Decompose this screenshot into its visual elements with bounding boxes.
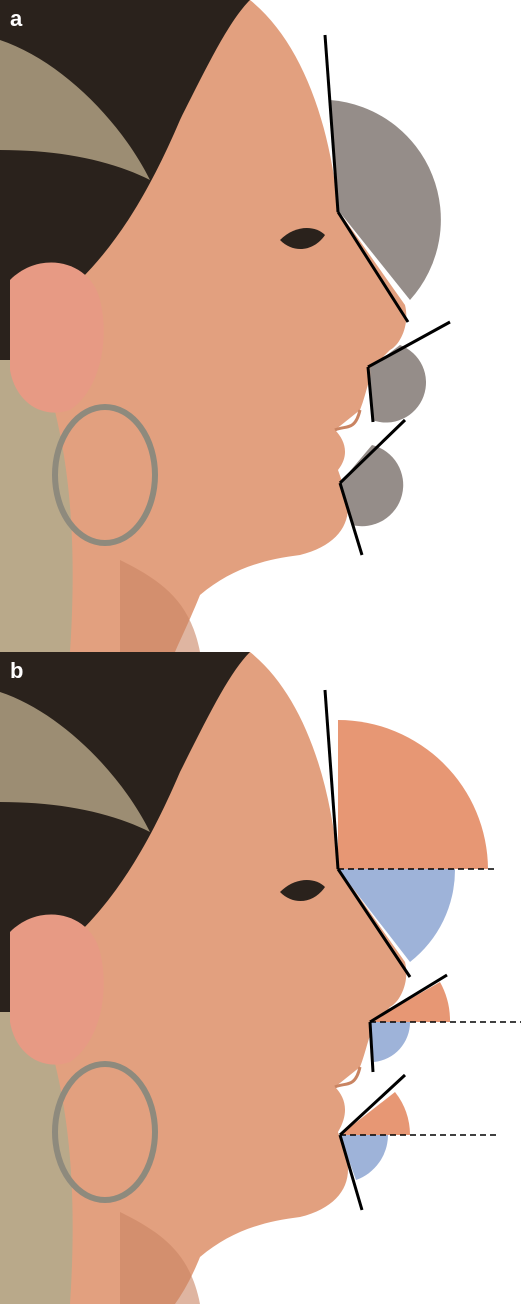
panel-b-illustration <box>0 652 521 1304</box>
panel-a: a <box>0 0 521 652</box>
panel-b: b <box>0 652 521 1304</box>
panel-label: a <box>10 8 22 30</box>
panel-a-illustration <box>0 0 521 652</box>
panel-label: b <box>10 660 23 682</box>
